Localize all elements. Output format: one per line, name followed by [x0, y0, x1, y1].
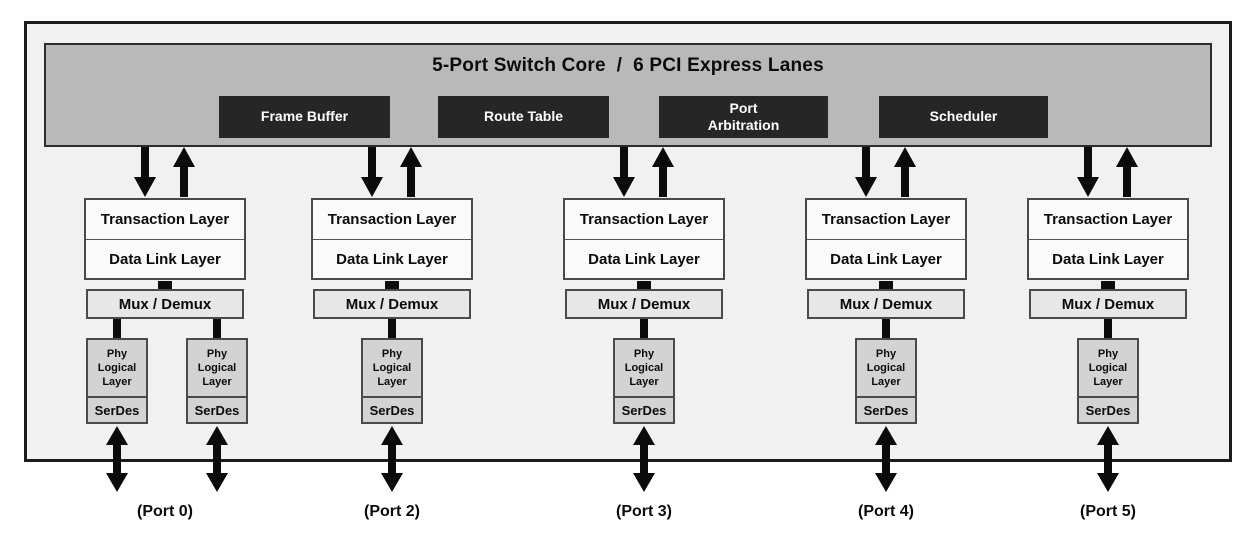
port-to-core-arrow-up-icon — [173, 147, 195, 197]
core-to-port-arrow-down-icon — [855, 147, 877, 197]
phy-lane: Phy Logical Layer SerDes — [1077, 319, 1139, 499]
core-to-port-arrow-down-icon — [613, 147, 635, 197]
mux-phy-connector — [388, 319, 396, 338]
phy-stack: Phy Logical Layer SerDes — [855, 338, 917, 424]
phy-stack: Phy Logical Layer SerDes — [613, 338, 675, 424]
phy-lane: Phy Logical Layer SerDes — [361, 319, 423, 499]
mux-demux-box: Mux / Demux — [565, 289, 723, 319]
port-to-core-arrow-up-icon — [400, 147, 422, 197]
layer-stack: Transaction Layer Data Link Layer — [805, 198, 967, 280]
data-link-layer-box: Data Link Layer — [565, 239, 723, 278]
mux-demux-box: Mux / Demux — [86, 289, 244, 319]
port-label: (Port 0) — [137, 503, 193, 520]
port-to-core-arrow-up-icon — [652, 147, 674, 197]
data-link-layer-box: Data Link Layer — [1029, 239, 1187, 278]
transaction-layer-box: Transaction Layer — [1043, 211, 1173, 228]
phy-lane: Phy Logical Layer SerDes — [186, 319, 248, 499]
phy-lane: Phy Logical Layer SerDes — [855, 319, 917, 499]
data-link-layer-box: Data Link Layer — [86, 239, 244, 278]
mux-demux-box: Mux / Demux — [313, 289, 471, 319]
layer-stack: Transaction Layer Data Link Layer — [311, 198, 473, 280]
external-link-bidirectional-arrow-icon — [875, 426, 897, 492]
phy-logical-layer-box: Phy Logical Layer — [1088, 347, 1128, 389]
core-to-port-arrow-down-icon — [134, 147, 156, 197]
core-title: 5-Port Switch Core / 6 PCI Express Lanes — [432, 55, 824, 76]
datalink-mux-connector — [158, 281, 172, 289]
transaction-layer-box: Transaction Layer — [821, 211, 951, 228]
port-column-2: Transaction Layer Data Link Layer Mux / … — [311, 147, 473, 537]
mux-phy-connector — [882, 319, 890, 338]
external-link-bidirectional-arrow-icon — [1097, 426, 1119, 492]
port-to-core-arrow-up-icon — [1116, 147, 1138, 197]
layer-stack: Transaction Layer Data Link Layer — [563, 198, 725, 280]
mux-phy-connector — [640, 319, 648, 338]
phy-stack: Phy Logical Layer SerDes — [86, 338, 148, 424]
external-link-bidirectional-arrow-icon — [106, 426, 128, 492]
layer-stack: Transaction Layer Data Link Layer — [1027, 198, 1189, 280]
datalink-mux-connector — [637, 281, 651, 289]
transaction-layer-box: Transaction Layer — [100, 211, 230, 228]
datalink-mux-connector — [1101, 281, 1115, 289]
phy-lane: Phy Logical Layer SerDes — [613, 319, 675, 499]
external-link-bidirectional-arrow-icon — [633, 426, 655, 492]
mux-phy-connector — [113, 319, 121, 338]
serdes-box: SerDes — [615, 396, 673, 422]
transaction-layer-box: Transaction Layer — [327, 211, 457, 228]
phy-logical-layer-box: Phy Logical Layer — [372, 347, 412, 389]
phy-lane: Phy Logical Layer SerDes — [86, 319, 148, 499]
serdes-box: SerDes — [188, 396, 246, 422]
port-label: (Port 2) — [364, 503, 420, 520]
mux-phy-connector — [213, 319, 221, 338]
core-to-port-arrow-down-icon — [361, 147, 383, 197]
mux-phy-connector — [1104, 319, 1112, 338]
route-table-block: Route Table — [438, 96, 609, 138]
mux-demux-box: Mux / Demux — [1029, 289, 1187, 319]
port-label: (Port 3) — [616, 503, 672, 520]
data-link-layer-box: Data Link Layer — [313, 239, 471, 278]
port-column-0: Transaction Layer Data Link Layer Mux / … — [84, 147, 248, 537]
datalink-mux-connector — [879, 281, 893, 289]
phy-logical-layer-box: Phy Logical Layer — [866, 347, 906, 389]
phy-stack: Phy Logical Layer SerDes — [1077, 338, 1139, 424]
port-label: (Port 5) — [1080, 503, 1136, 520]
data-link-layer-box: Data Link Layer — [807, 239, 965, 278]
port-column-4: Transaction Layer Data Link Layer Mux / … — [805, 147, 967, 537]
scheduler-block: Scheduler — [879, 96, 1048, 138]
port-arbitration-block: Port Arbitration — [659, 96, 828, 138]
layer-stack: Transaction Layer Data Link Layer — [84, 198, 246, 280]
serdes-box: SerDes — [88, 396, 146, 422]
external-link-bidirectional-arrow-icon — [206, 426, 228, 492]
serdes-box: SerDes — [1079, 396, 1137, 422]
port-to-core-arrow-up-icon — [894, 147, 916, 197]
port-column-5: Transaction Layer Data Link Layer Mux / … — [1027, 147, 1189, 537]
phy-logical-layer-box: Phy Logical Layer — [624, 347, 664, 389]
external-link-bidirectional-arrow-icon — [381, 426, 403, 492]
phy-stack: Phy Logical Layer SerDes — [361, 338, 423, 424]
phy-logical-layer-box: Phy Logical Layer — [197, 347, 237, 389]
phy-logical-layer-box: Phy Logical Layer — [97, 347, 137, 389]
frame-buffer-block: Frame Buffer — [219, 96, 390, 138]
phy-stack: Phy Logical Layer SerDes — [186, 338, 248, 424]
datalink-mux-connector — [385, 281, 399, 289]
serdes-box: SerDes — [857, 396, 915, 422]
core-to-port-arrow-down-icon — [1077, 147, 1099, 197]
port-column-3: Transaction Layer Data Link Layer Mux / … — [563, 147, 725, 537]
transaction-layer-box: Transaction Layer — [579, 211, 709, 228]
serdes-box: SerDes — [363, 396, 421, 422]
port-label: (Port 4) — [858, 503, 914, 520]
mux-demux-box: Mux / Demux — [807, 289, 965, 319]
